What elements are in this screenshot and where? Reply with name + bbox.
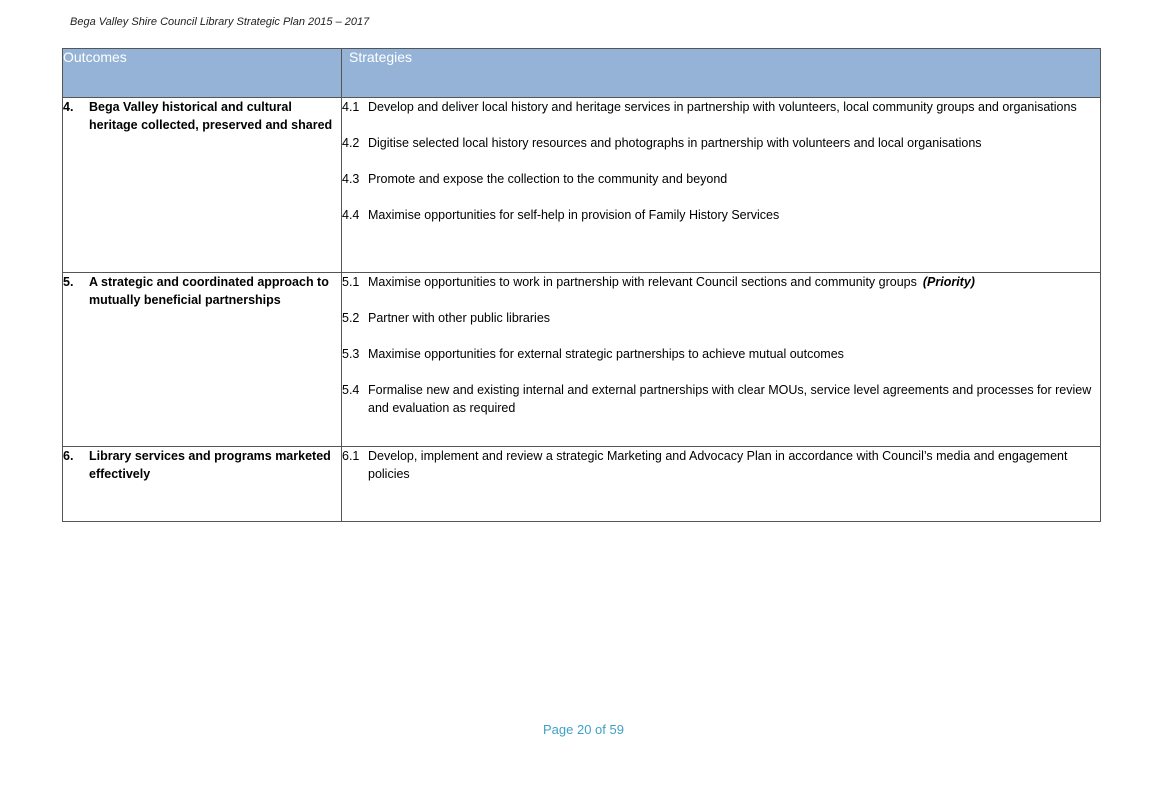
strategy-text: Develop, implement and review a strategi… <box>368 449 1068 481</box>
priority-note: (Priority) <box>922 275 975 289</box>
table-header-row: Outcomes Strategies <box>62 48 1101 98</box>
strategies-cell: 5.1 Maximise opportunities to work in pa… <box>341 272 1101 447</box>
strategy-item: 5.4 Formalise new and existing internal … <box>342 381 1100 417</box>
outcome-text: A strategic and coordinated approach to … <box>89 275 329 307</box>
outcome-text: Bega Valley historical and cultural heri… <box>89 100 333 132</box>
strategy-item: 5.3 Maximise opportunities for external … <box>342 345 1100 363</box>
strategy-number: 4.4 <box>342 208 360 222</box>
strategy-table: Outcomes Strategies 4. Bega Valley histo… <box>62 48 1101 522</box>
outcome-cell: 5. A strategic and coordinated approach … <box>62 272 342 447</box>
strategy-text: Maximise opportunities for self-help in … <box>368 208 780 222</box>
strategy-item: 4.1 Develop and deliver local history an… <box>342 98 1100 116</box>
strategy-item: 5.1 Maximise opportunities to work in pa… <box>342 273 1100 291</box>
page-number: Page 20 of 59 <box>543 722 624 737</box>
strategy-text: Maximise opportunities to work in partne… <box>368 275 917 289</box>
strategy-text: Promote and expose the collection to the… <box>368 172 728 186</box>
strategy-item: 4.4 Maximise opportunities for self-help… <box>342 206 1100 224</box>
strategy-text-wrap: Maximise opportunities to work in partne… <box>368 273 1100 291</box>
outcome-number: 6. <box>63 449 74 463</box>
outcome-cell: 6. Library services and programs markete… <box>62 446 342 522</box>
strategy-item: 6.1 Develop, implement and review a stra… <box>342 447 1100 483</box>
strategy-item: 5.2 Partner with other public libraries <box>342 309 1100 327</box>
strategy-number: 5.2 <box>342 311 360 325</box>
outcome-number: 5. <box>63 275 74 289</box>
table-row: 4. Bega Valley historical and cultural h… <box>62 97 1101 273</box>
running-header: Bega Valley Shire Council Library Strate… <box>70 16 370 28</box>
strategy-number: 4.2 <box>342 136 360 150</box>
table-row: 6. Library services and programs markete… <box>62 446 1101 522</box>
outcome-number: 4. <box>63 100 74 114</box>
column-header-strategies: Strategies <box>341 48 1101 98</box>
strategies-cell: 4.1 Develop and deliver local history an… <box>341 97 1101 273</box>
strategy-text: Maximise opportunities for external stra… <box>368 347 844 361</box>
strategy-text: Partner with other public libraries <box>368 311 551 325</box>
strategy-text: Digitise selected local history resource… <box>368 136 982 150</box>
strategy-item: 4.3 Promote and expose the collection to… <box>342 170 1100 188</box>
strategy-number: 4.3 <box>342 172 360 186</box>
strategy-number: 5.1 <box>342 275 360 289</box>
column-header-outcomes: Outcomes <box>62 48 342 98</box>
strategy-number: 4.1 <box>342 100 360 114</box>
strategy-number: 6.1 <box>342 449 360 463</box>
outcome-text: Library services and programs marketed e… <box>89 449 331 481</box>
table-row: 5. A strategic and coordinated approach … <box>62 272 1101 447</box>
strategy-number: 5.3 <box>342 347 360 361</box>
strategy-number: 5.4 <box>342 383 360 397</box>
strategy-text: Develop and deliver local history and he… <box>368 100 1077 114</box>
outcome-cell: 4. Bega Valley historical and cultural h… <box>62 97 342 273</box>
strategy-text: Formalise new and existing internal and … <box>368 383 1092 415</box>
strategy-item: 4.2 Digitise selected local history reso… <box>342 134 1100 152</box>
strategies-cell: 6.1 Develop, implement and review a stra… <box>341 446 1101 522</box>
